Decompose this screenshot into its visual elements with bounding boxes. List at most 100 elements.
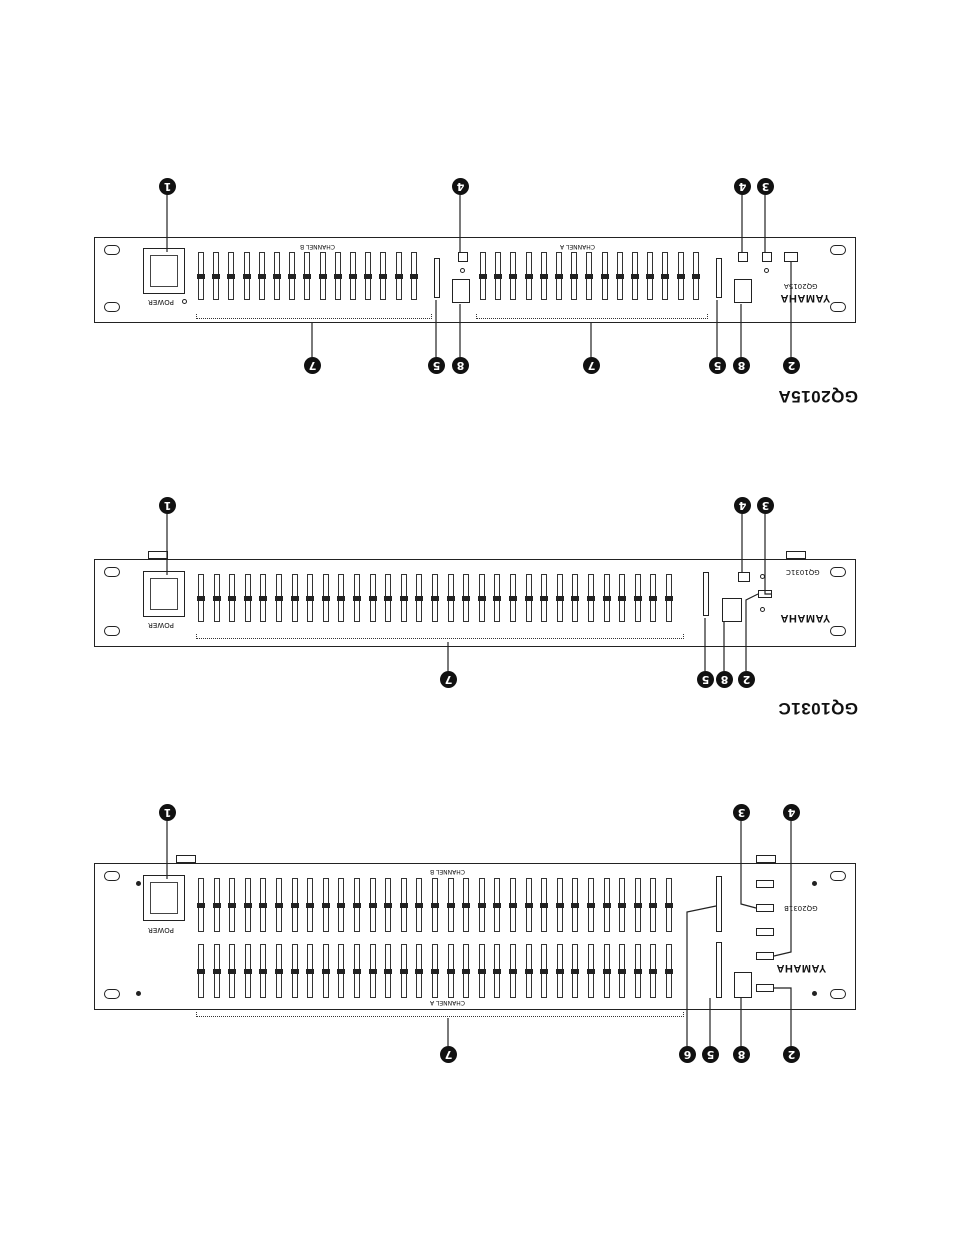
eq-fader[interactable] (385, 944, 391, 998)
eq-fader[interactable] (274, 252, 280, 300)
eq-fader[interactable] (335, 252, 341, 300)
eq-fader[interactable] (510, 574, 516, 622)
eq-fader[interactable] (276, 574, 282, 622)
eq-fader[interactable] (650, 574, 656, 622)
eq-fader[interactable] (541, 574, 547, 622)
eq-fader[interactable] (494, 574, 500, 622)
eq-button[interactable] (458, 252, 468, 262)
eq-fader[interactable] (229, 944, 235, 998)
level-fader[interactable] (703, 572, 709, 616)
eq-fader[interactable] (307, 944, 313, 998)
eq-fader[interactable] (245, 574, 251, 622)
eq-fader[interactable] (401, 944, 407, 998)
eq-fader[interactable] (666, 574, 672, 622)
eq-fader[interactable] (635, 878, 641, 932)
eq-fader[interactable] (526, 944, 532, 998)
range-button[interactable] (756, 984, 774, 992)
eq-fader[interactable] (572, 878, 578, 932)
level-fader[interactable] (434, 258, 440, 298)
eq-fader[interactable] (260, 878, 266, 932)
eq-fader[interactable] (320, 252, 326, 300)
eq-fader[interactable] (541, 252, 547, 300)
hpf-button[interactable] (756, 904, 774, 912)
eq-fader[interactable] (385, 574, 391, 622)
eq-fader[interactable] (666, 878, 672, 932)
eq-fader[interactable] (214, 878, 220, 932)
eq-fader[interactable] (479, 574, 485, 622)
eq-fader[interactable] (693, 252, 699, 300)
eq-fader[interactable] (214, 944, 220, 998)
eq-fader[interactable] (289, 252, 295, 300)
eq-fader[interactable] (338, 944, 344, 998)
eq-fader[interactable] (557, 574, 563, 622)
eq-fader[interactable] (604, 574, 610, 622)
eq-fader[interactable] (463, 944, 469, 998)
eq-fader[interactable] (259, 252, 265, 300)
eq-fader[interactable] (416, 574, 422, 622)
eq-fader[interactable] (214, 574, 220, 622)
eq-fader[interactable] (632, 252, 638, 300)
eq-fader[interactable] (604, 944, 610, 998)
eq-button[interactable] (738, 572, 750, 582)
eq-fader[interactable] (213, 252, 219, 300)
level-fader[interactable] (716, 876, 722, 932)
eq-fader[interactable] (401, 574, 407, 622)
eq-fader[interactable] (647, 252, 653, 300)
eq-fader[interactable] (229, 574, 235, 622)
eq-fader[interactable] (588, 878, 594, 932)
eq-fader[interactable] (635, 574, 641, 622)
eq-fader[interactable] (370, 878, 376, 932)
eq-fader[interactable] (350, 252, 356, 300)
eq-fader[interactable] (276, 944, 282, 998)
eq-fader[interactable] (260, 574, 266, 622)
eq-fader[interactable] (650, 878, 656, 932)
eq-fader[interactable] (411, 252, 417, 300)
eq-fader[interactable] (304, 252, 310, 300)
eq-fader[interactable] (494, 944, 500, 998)
eq-fader[interactable] (604, 878, 610, 932)
power-switch[interactable] (143, 571, 185, 617)
eq-fader[interactable] (541, 878, 547, 932)
eq-fader[interactable] (292, 944, 298, 998)
power-switch[interactable] (143, 875, 185, 921)
eq-fader[interactable] (365, 252, 371, 300)
eq-fader[interactable] (416, 944, 422, 998)
eq-fader[interactable] (526, 878, 532, 932)
eq-fader[interactable] (662, 252, 668, 300)
level-fader[interactable] (716, 258, 722, 298)
filter-button[interactable] (758, 590, 772, 598)
eq-fader[interactable] (198, 252, 204, 300)
eq-button[interactable] (756, 928, 774, 936)
eq-fader[interactable] (571, 252, 577, 300)
eq-fader[interactable] (354, 944, 360, 998)
range-button[interactable] (784, 252, 798, 262)
eq-fader[interactable] (260, 944, 266, 998)
eq-fader[interactable] (619, 574, 625, 622)
eq-fader[interactable] (276, 878, 282, 932)
eq-fader[interactable] (323, 944, 329, 998)
eq-fader[interactable] (416, 878, 422, 932)
eq-fader[interactable] (557, 878, 563, 932)
eq-fader[interactable] (602, 252, 608, 300)
eq-fader[interactable] (432, 944, 438, 998)
eq-fader[interactable] (619, 878, 625, 932)
eq-fader[interactable] (307, 878, 313, 932)
eq-fader[interactable] (448, 944, 454, 998)
eq-fader[interactable] (323, 574, 329, 622)
eq-fader[interactable] (479, 878, 485, 932)
eq-fader[interactable] (396, 252, 402, 300)
eq-button[interactable] (738, 252, 748, 262)
eq-fader[interactable] (556, 252, 562, 300)
eq-fader[interactable] (588, 574, 594, 622)
eq-fader[interactable] (650, 944, 656, 998)
eq-fader[interactable] (354, 574, 360, 622)
eq-fader[interactable] (448, 574, 454, 622)
eq-fader[interactable] (338, 574, 344, 622)
eq-fader[interactable] (370, 574, 376, 622)
eq-fader[interactable] (292, 574, 298, 622)
eq-fader[interactable] (495, 252, 501, 300)
eq-fader[interactable] (666, 944, 672, 998)
eq-fader[interactable] (448, 878, 454, 932)
eq-fader[interactable] (510, 878, 516, 932)
eq-fader[interactable] (198, 878, 204, 932)
